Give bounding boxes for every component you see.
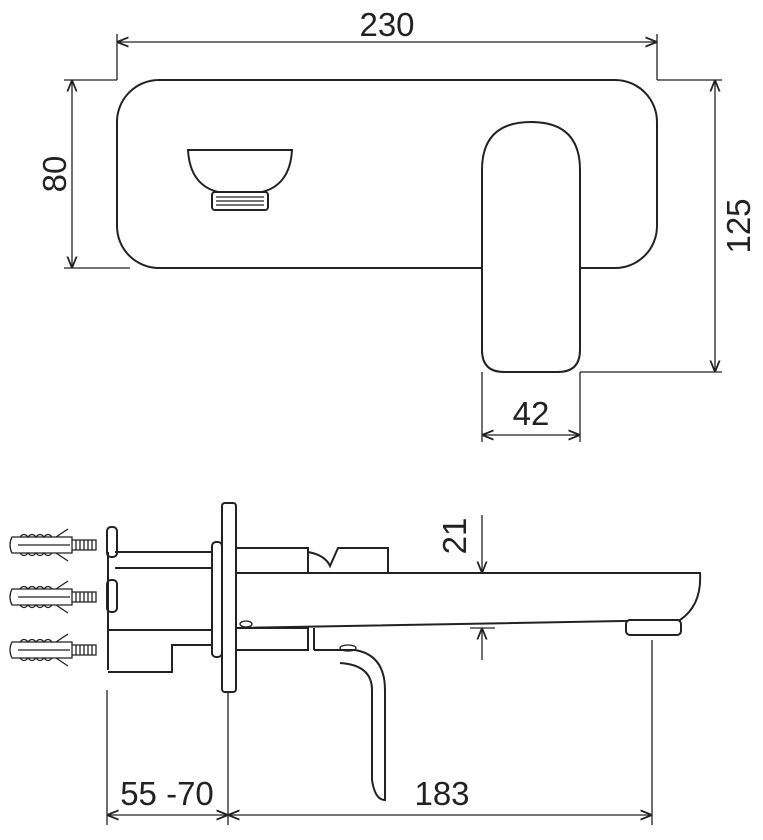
handle-front [481,120,581,373]
dimension-label-80: 80 [36,156,73,193]
spout-side [235,572,702,629]
dimension-label-21: 21 [436,518,473,555]
dimension-label-230: 230 [359,6,414,43]
aerator [625,619,682,636]
dimension-55-70: 55 -70 [106,690,229,825]
wall-anchors [9,528,97,667]
wall-anchor [9,580,97,614]
spout-outlet-front [186,149,294,211]
dimension-183: 183 [228,640,653,825]
lever-side [314,649,386,802]
wall-anchor [9,528,97,562]
dimension-21: 21 [436,515,495,660]
wall-plate-side [221,502,237,693]
side-view: 21 55 -70 183 [9,502,702,825]
dimension-80: 80 [36,79,130,269]
dimension-label-42: 42 [513,395,550,432]
dimension-125: 125 [580,79,757,373]
dimension-42: 42 [481,372,581,442]
valve-body [236,547,389,651]
dimension-label-125: 125 [720,198,757,253]
dimension-label-183: 183 [414,775,469,812]
dimension-label-55-70: 55 -70 [120,775,214,812]
front-view: 230 80 125 42 [36,6,757,442]
wall-anchor [9,633,97,667]
wall-plate-front [116,79,658,269]
mounting-bracket [106,526,223,673]
dimension-230: 230 [116,6,658,80]
